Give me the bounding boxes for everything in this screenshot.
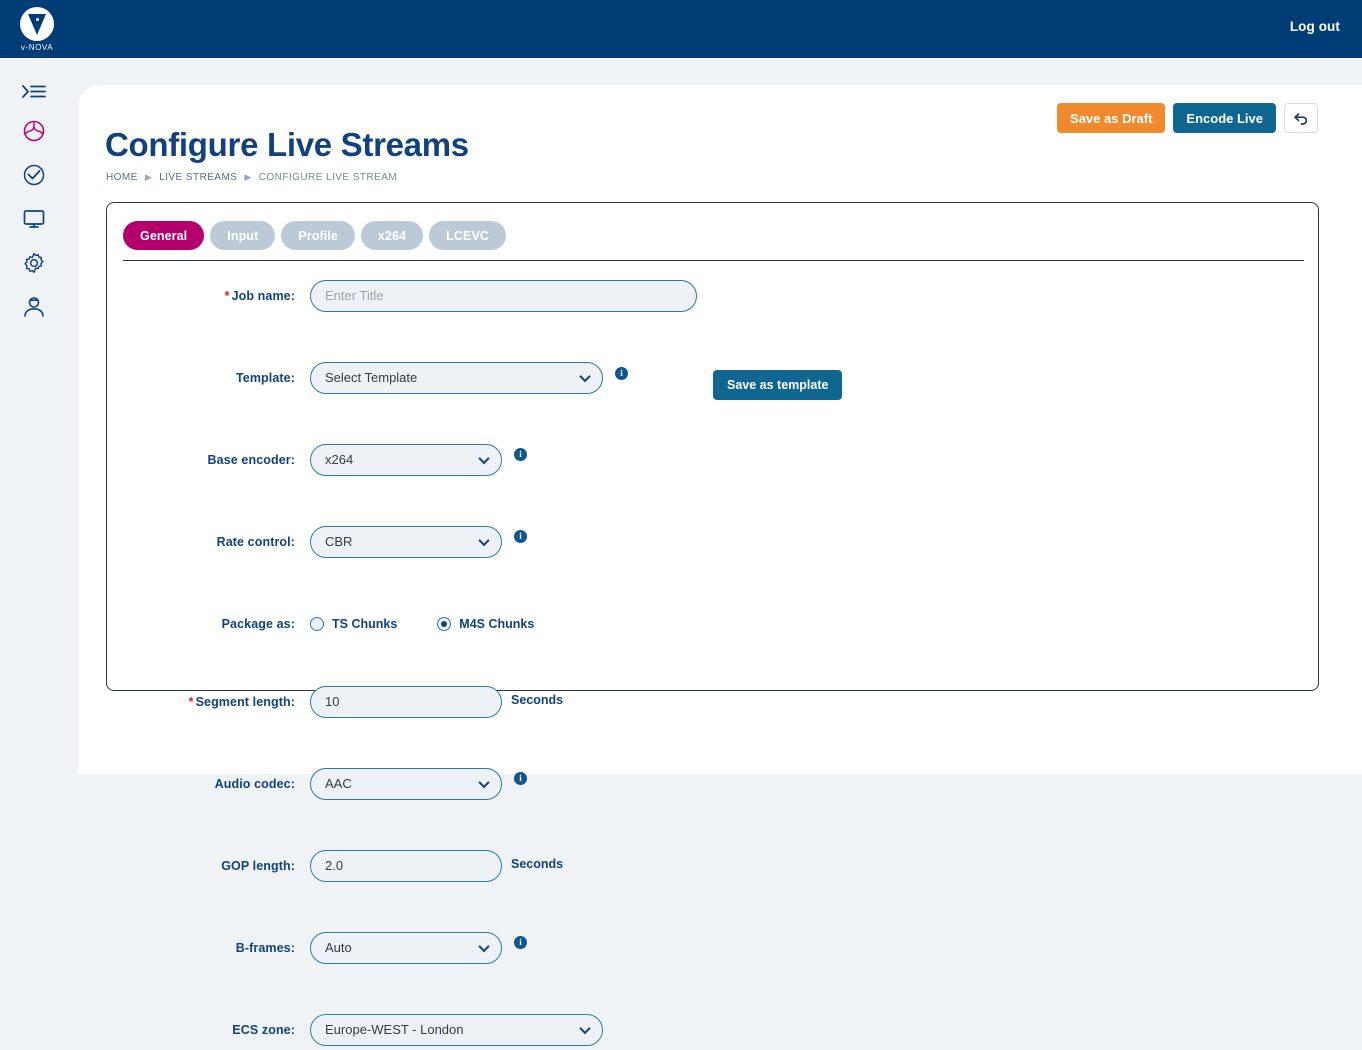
- audio-codec-value: AAC: [325, 776, 352, 791]
- package-as-radio-group: TS Chunks M4S Chunks: [310, 616, 535, 631]
- tab-lcevc[interactable]: LCEVC: [429, 221, 507, 250]
- ecs-zone-value: Europe-WEST - London: [325, 1022, 464, 1037]
- radio-ts-chunks-label: TS Chunks: [332, 616, 398, 631]
- form-row-ecs-zone: ECS zone: Europe-WEST - London: [107, 1009, 1318, 1050]
- check-circle-icon[interactable]: [18, 159, 50, 191]
- tab-divider: [123, 260, 1304, 261]
- job-name-label: *Job name:: [224, 288, 295, 303]
- logo-mark-icon: [20, 6, 54, 41]
- user-icon[interactable]: [18, 291, 50, 323]
- chevron-down-icon: [579, 370, 591, 382]
- template-value: Select Template: [325, 370, 418, 385]
- radio-ts-chunks[interactable]: TS Chunks: [310, 616, 398, 631]
- segment-length-input[interactable]: 10: [310, 685, 502, 718]
- top-bar: v-NOVA Log out: [0, 0, 1362, 58]
- audio-codec-label: Audio codec:: [214, 776, 295, 791]
- gop-length-unit: Seconds: [511, 857, 564, 871]
- form-row-package-as: Package as: TS Chunks M4S Chunks: [107, 603, 1318, 644]
- radio-m4s-chunks[interactable]: M4S Chunks: [437, 616, 535, 631]
- base-encoder-info-icon[interactable]: i: [514, 448, 527, 461]
- page-actions: Save as Draft Encode Live: [1057, 103, 1318, 133]
- save-as-template-button[interactable]: Save as template: [713, 370, 843, 400]
- required-asterisk: *: [188, 694, 194, 709]
- sidebar: [0, 58, 68, 774]
- job-name-placeholder: Enter Title: [325, 288, 384, 303]
- form-row-job-name: *Job name: Enter Title: [107, 275, 1318, 316]
- logo-v-shape-icon: [28, 13, 46, 35]
- form-row-template: Template: Select Template i Save as temp…: [107, 357, 1318, 400]
- gop-length-value: 2.0: [325, 858, 344, 873]
- rate-control-label: Rate control:: [216, 534, 295, 549]
- form-row-segment-length: *Segment length: 10 Seconds: [107, 681, 1318, 722]
- breadcrumb-item-home[interactable]: HOME: [106, 172, 138, 183]
- tab-input[interactable]: Input: [210, 221, 276, 250]
- logo-dot-icon: [35, 17, 39, 21]
- breadcrumb-separator-icon: ▶: [144, 172, 153, 182]
- segment-length-label: *Segment length:: [188, 694, 295, 709]
- template-info-icon[interactable]: i: [615, 367, 628, 380]
- b-frames-select[interactable]: Auto: [310, 931, 502, 964]
- radio-button-selected-icon: [437, 616, 452, 631]
- breadcrumb-item-live-streams[interactable]: LIVE STREAMS: [159, 172, 238, 183]
- breadcrumb-item-current: CONFIGURE LIVE STREAM: [258, 172, 398, 183]
- form-row-rate-control: Rate control: CBR i: [107, 521, 1318, 562]
- configure-form-card: General Input Profile x264 LCEVC *Job na…: [106, 202, 1319, 1046]
- rate-control-info-icon[interactable]: i: [514, 530, 527, 543]
- base-encoder-value: x264: [325, 452, 354, 467]
- breadcrumb: HOME ▶ LIVE STREAMS ▶ CONFIGURE LIVE STR…: [106, 172, 397, 183]
- logo-wordmark: v-NOVA: [20, 42, 54, 52]
- breadcrumb-separator-icon: ▶: [244, 172, 252, 182]
- gop-length-input[interactable]: 2.0: [310, 849, 502, 882]
- globe-icon[interactable]: [18, 115, 50, 147]
- segment-length-unit: Seconds: [511, 693, 564, 707]
- required-asterisk: *: [224, 288, 230, 303]
- form-row-audio-codec: Audio codec: AAC i: [107, 763, 1318, 804]
- b-frames-value: Auto: [325, 940, 352, 955]
- chevron-down-icon: [478, 534, 490, 546]
- tab-profile[interactable]: Profile: [281, 221, 355, 250]
- radio-m4s-chunks-label: M4S Chunks: [459, 616, 535, 631]
- form-row-b-frames: B-frames: Auto i: [107, 927, 1318, 968]
- vnova-logo[interactable]: v-NOVA: [14, 2, 60, 56]
- chevron-down-icon: [579, 1022, 591, 1034]
- ecs-zone-select[interactable]: Europe-WEST - London: [310, 1013, 603, 1046]
- template-select[interactable]: Select Template: [310, 361, 603, 394]
- template-label: Template:: [235, 370, 295, 385]
- radio-button-icon: [310, 616, 324, 631]
- chevron-down-icon: [478, 452, 490, 464]
- chevron-down-icon: [478, 776, 490, 788]
- job-name-input[interactable]: Enter Title: [310, 279, 697, 312]
- page-title: Configure Live Streams: [105, 126, 469, 163]
- tab-bar: General Input Profile x264 LCEVC: [123, 221, 507, 250]
- rate-control-value: CBR: [325, 534, 353, 549]
- chevron-down-icon: [478, 940, 490, 952]
- gear-icon[interactable]: [18, 247, 50, 279]
- undo-arrow-icon[interactable]: [1284, 103, 1318, 133]
- menu-expand-icon[interactable]: [18, 76, 50, 108]
- package-as-label: Package as:: [221, 616, 295, 631]
- segment-length-value: 10: [325, 694, 340, 709]
- tab-x264[interactable]: x264: [360, 221, 424, 250]
- encode-live-button[interactable]: Encode Live: [1173, 103, 1276, 133]
- monitor-icon[interactable]: [18, 203, 50, 235]
- base-encoder-select[interactable]: x264: [310, 443, 502, 476]
- audio-codec-select[interactable]: AAC: [310, 767, 502, 800]
- tab-general[interactable]: General: [123, 221, 205, 250]
- rate-control-select[interactable]: CBR: [310, 525, 502, 558]
- logout-button[interactable]: Log out: [1289, 19, 1340, 34]
- b-frames-label: B-frames:: [235, 940, 295, 955]
- ecs-zone-label: ECS zone:: [232, 1022, 295, 1037]
- form-row-gop-length: GOP length: 2.0 Seconds: [107, 845, 1318, 886]
- b-frames-info-icon[interactable]: i: [514, 936, 527, 949]
- gop-length-label: GOP length:: [221, 858, 295, 873]
- save-as-draft-button[interactable]: Save as Draft: [1057, 103, 1166, 133]
- base-encoder-label: Base encoder:: [207, 452, 295, 467]
- general-settings-form: *Job name: Enter Title Template: Select …: [107, 265, 1318, 1046]
- form-row-base-encoder: Base encoder: x264 i: [107, 439, 1318, 480]
